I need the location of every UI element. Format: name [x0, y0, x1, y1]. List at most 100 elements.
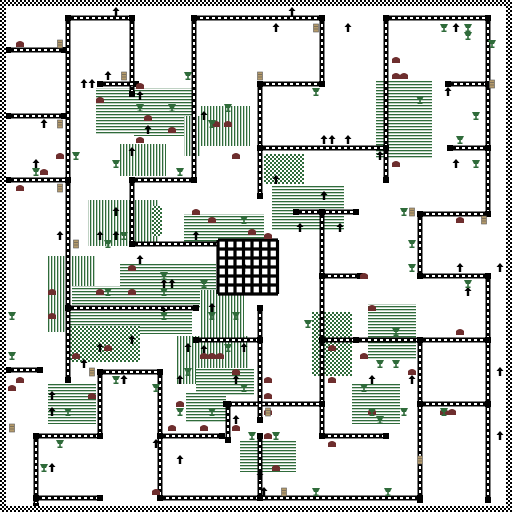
signpost-icon — [57, 119, 63, 129]
rock-icon — [16, 41, 24, 47]
trophy-icon — [488, 40, 496, 48]
rock-icon — [8, 385, 16, 391]
up-arrow-icon — [176, 375, 184, 384]
trophy-icon — [368, 408, 376, 416]
rock-icon — [368, 305, 376, 311]
trophy-icon — [8, 352, 16, 360]
rock-icon — [264, 377, 272, 383]
up-arrow-icon — [320, 135, 328, 144]
trophy-icon — [312, 488, 320, 496]
rock-icon — [408, 369, 416, 375]
rock-icon — [56, 153, 64, 159]
junction-node-icon — [319, 337, 325, 343]
rock-icon — [128, 289, 136, 295]
up-arrow-icon — [200, 111, 208, 120]
up-arrow-icon — [112, 231, 120, 240]
up-arrow-icon — [88, 79, 96, 88]
junction-node-icon — [353, 209, 359, 215]
up-arrow-icon — [136, 255, 144, 264]
grass-patch — [70, 326, 140, 362]
trophy-icon — [248, 432, 256, 440]
signpost-icon — [409, 207, 415, 217]
signpost-icon — [57, 183, 63, 193]
junction-node-icon — [353, 337, 359, 343]
junction-node-icon — [65, 15, 71, 21]
signpost-icon — [481, 215, 487, 225]
junction-node-icon — [129, 91, 135, 97]
junction-node-icon — [97, 369, 103, 375]
grass-patch — [152, 206, 162, 236]
up-arrow-icon — [376, 151, 384, 160]
junction-node-icon — [417, 273, 423, 279]
rock-icon — [48, 289, 56, 295]
junction-node-icon — [129, 177, 135, 183]
up-arrow-icon — [288, 7, 296, 16]
junction-node-icon — [157, 433, 163, 439]
up-arrow-icon — [296, 223, 304, 232]
signpost-icon — [89, 367, 95, 377]
grass-patch — [48, 384, 96, 424]
trophy-icon — [384, 488, 392, 496]
up-arrow-icon — [112, 207, 120, 216]
up-arrow-icon — [260, 487, 268, 496]
trophy-icon — [160, 288, 168, 296]
rock-icon — [224, 121, 232, 127]
trophy-icon — [376, 416, 384, 424]
junction-node-icon — [445, 81, 451, 87]
junction-node-icon — [129, 241, 135, 247]
rock-icon — [232, 425, 240, 431]
trophy-icon — [440, 24, 448, 32]
junction-node-icon — [61, 113, 67, 119]
rock-icon — [208, 217, 216, 223]
rock-icon — [328, 377, 336, 383]
up-arrow-icon — [328, 135, 336, 144]
rock-icon — [264, 433, 272, 439]
grass-patch — [272, 186, 344, 230]
rock-icon — [216, 353, 224, 359]
up-arrow-icon — [56, 231, 64, 240]
trophy-icon — [464, 24, 472, 32]
up-arrow-icon — [184, 343, 192, 352]
rock-icon — [392, 161, 400, 167]
grass-patch — [134, 96, 184, 136]
map-sprites — [8, 7, 504, 497]
trophy-icon — [136, 104, 144, 112]
up-arrow-icon — [344, 135, 352, 144]
up-arrow-icon — [160, 307, 168, 316]
trophy-icon — [400, 408, 408, 416]
up-arrow-icon — [240, 263, 248, 272]
up-arrow-icon — [464, 287, 472, 296]
trophy-icon — [464, 32, 472, 40]
junction-node-icon — [61, 47, 67, 53]
rock-icon — [248, 229, 256, 235]
junction-node-icon — [225, 401, 231, 407]
up-arrow-icon — [368, 375, 376, 384]
junction-node-icon — [383, 15, 389, 21]
junction-node-icon — [417, 401, 423, 407]
junction-node-icon — [319, 15, 325, 21]
rock-icon — [128, 265, 136, 271]
trophy-icon — [120, 232, 128, 240]
trophy-icon — [176, 408, 184, 416]
rock-icon — [104, 345, 112, 351]
trophy-icon — [208, 120, 216, 128]
junction-node-icon — [157, 369, 163, 375]
rock-icon — [168, 425, 176, 431]
junction-node-icon — [319, 433, 325, 439]
up-arrow-icon — [168, 279, 176, 288]
up-arrow-icon — [192, 231, 200, 240]
rock-icon — [88, 393, 96, 399]
trophy-icon — [240, 216, 248, 224]
up-arrow-icon — [176, 455, 184, 464]
trophy-icon — [272, 432, 280, 440]
up-arrow-icon — [96, 343, 104, 352]
junction-node-icon — [97, 495, 103, 501]
up-arrow-icon — [112, 7, 120, 16]
rock-icon — [392, 57, 400, 63]
trophy-icon — [176, 168, 184, 176]
trophy-icon — [232, 312, 240, 320]
signpost-icon — [57, 39, 63, 49]
junction-node-icon — [293, 209, 299, 215]
dark-grid-block — [216, 238, 280, 296]
